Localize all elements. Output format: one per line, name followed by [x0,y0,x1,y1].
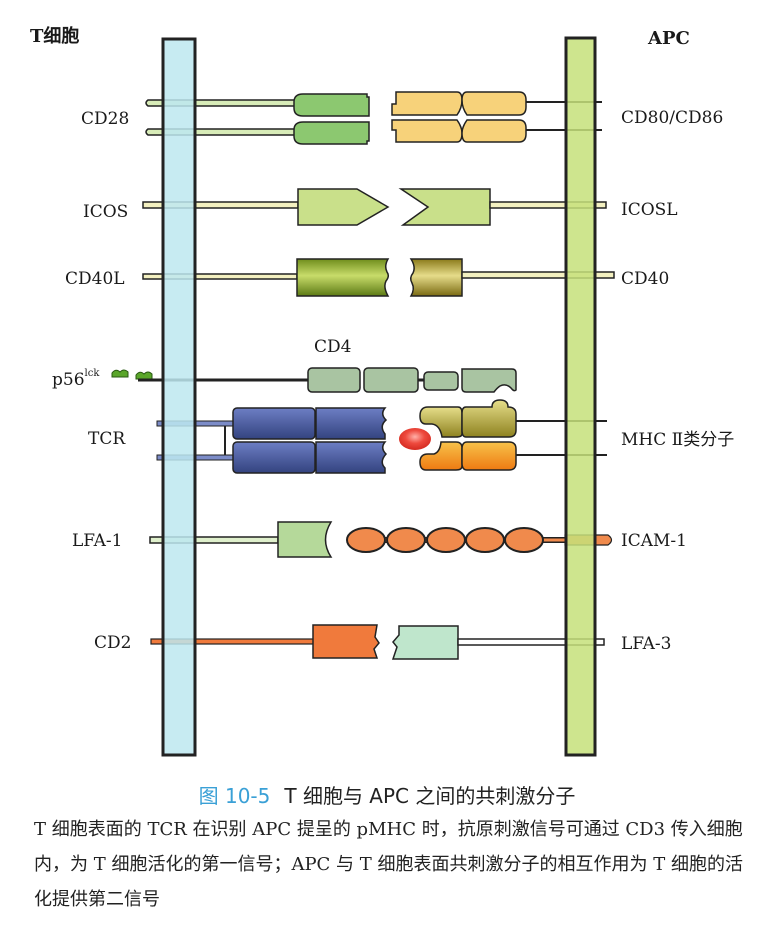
apc-label: APC [647,28,690,49]
cd28-pair [145,91,602,145]
figure-description: T 细胞表面的 TCR 在识别 APC 提呈的 pMHC 时，抗原刺激信号可通过… [34,819,743,910]
cd80-cd86-molecule [391,91,602,143]
cd40l-molecule [142,258,390,297]
icam1-molecule [346,527,613,553]
label-icos: ICOS [83,202,128,222]
costimulatory-diagram: T细胞 APC [30,25,734,757]
label-icosl: ICOSL [621,200,678,220]
cd4-molecule: CD4 [111,337,517,393]
label-cd28: CD28 [81,109,129,129]
label-lfa1: LFA-1 [72,531,122,551]
lfa1-pair [149,521,613,558]
label-mhc-ii: MHC Ⅱ类分子 [621,430,734,450]
figure-number: 图 10-5 [198,784,271,808]
cd40-molecule [409,258,615,297]
cd2-molecule [150,624,380,659]
icosl-molecule [398,188,607,226]
label-cd2: CD2 [94,633,131,653]
label-cd40: CD40 [621,269,669,289]
label-p56lck: p56lck [52,368,100,390]
cd4-label: CD4 [314,337,351,357]
lfa3-molecule [391,625,605,660]
peptide [399,428,431,450]
label-tcr: TCR [88,429,126,449]
label-cd40l: CD40L [65,269,125,289]
label-cd80-cd86: CD80/CD86 [621,108,723,128]
label-lfa3: LFA-3 [621,634,671,654]
cd40l-pair [142,258,615,297]
icos-pair [142,188,607,226]
t-cell-membrane [161,37,197,757]
lfa1-molecule [149,521,333,558]
tcr-mhc-pair [156,399,607,474]
figure-caption: 图 10-5 T 细胞与 APC 之间的共刺激分子 [0,780,774,809]
icos-molecule [142,188,390,226]
cd2-pair [150,624,605,660]
apc-membrane [564,36,597,757]
label-icam1: ICAM-1 [621,531,687,551]
t-cell-label: T细胞 [30,25,79,47]
figure-title: T 细胞与 APC 之间的共刺激分子 [284,784,576,808]
